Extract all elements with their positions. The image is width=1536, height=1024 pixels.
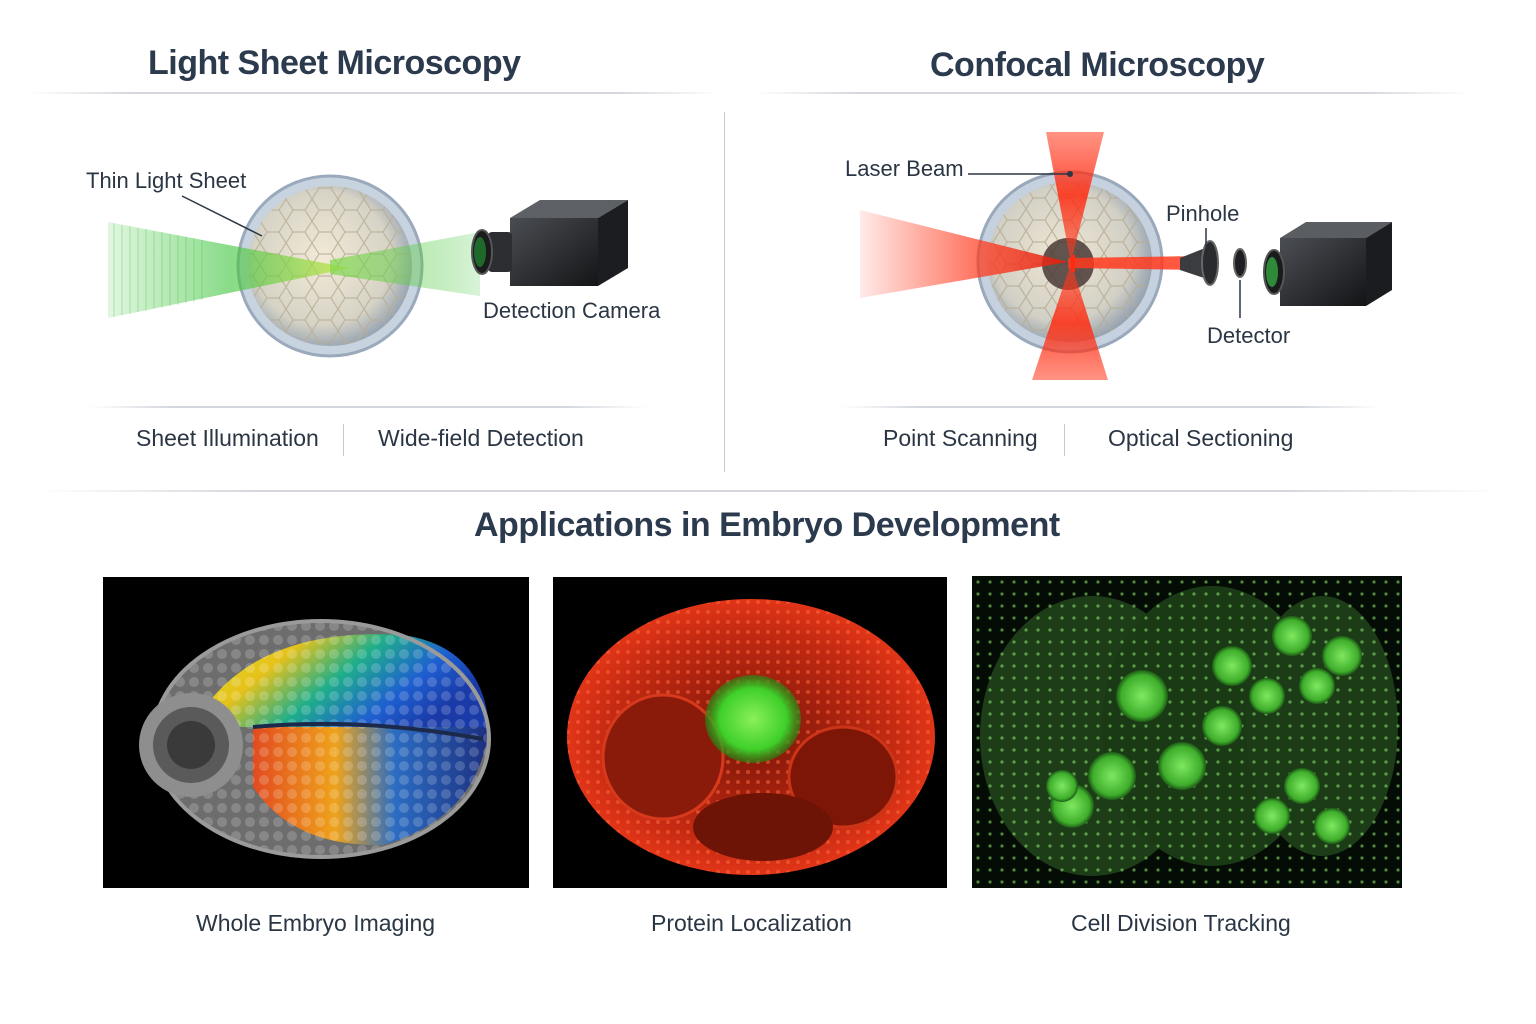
light-sheet-feature-1: Sheet Illumination (136, 425, 319, 451)
light-sheet-title: Light Sheet Microscopy (148, 44, 521, 82)
laser-beam-label: Laser Beam (845, 156, 964, 181)
cell-division-image (972, 576, 1402, 888)
applications-divider (40, 490, 1500, 492)
whole-embryo-caption: Whole Embryo Imaging (196, 910, 436, 936)
cell-division-caption: Cell Division Tracking (1071, 910, 1291, 936)
light-sheet-feature-separator (343, 424, 344, 456)
light-sheet-diagram (108, 174, 628, 358)
light-sheet-feature-2: Wide-field Detection (378, 425, 584, 451)
confocal-title: Confocal Microscopy (930, 46, 1265, 84)
light-sheet-beam (108, 222, 480, 318)
section-divider (724, 112, 725, 472)
confocal-feature-1: Point Scanning (883, 425, 1038, 451)
confocal-feature-separator (1064, 424, 1065, 456)
laser-beam (860, 132, 1200, 380)
protein-localization-image (553, 577, 947, 888)
whole-embryo-image (103, 577, 529, 888)
confocal-title-divider (752, 92, 1472, 94)
thin-sheet-pointer (181, 195, 263, 237)
light-sheet-title-divider (30, 92, 720, 94)
thin-light-sheet-label: Thin Light Sheet (86, 168, 247, 193)
confocal-feature-2: Optical Sectioning (1108, 425, 1294, 451)
applications-title: Applications in Embryo Development (474, 506, 1060, 544)
detector-label: Detector (1207, 323, 1291, 348)
pinhole-icon (1180, 240, 1247, 286)
detector-icon (1263, 222, 1392, 306)
pinhole-label: Pinhole (1166, 201, 1240, 226)
detection-camera-label: Detection Camera (483, 298, 661, 323)
light-sheet-feature-divider (88, 406, 648, 408)
protein-localization-caption: Protein Localization (651, 910, 852, 936)
confocal-diagram (860, 132, 1392, 380)
confocal-feature-divider (840, 406, 1380, 408)
camera-icon (471, 200, 628, 286)
